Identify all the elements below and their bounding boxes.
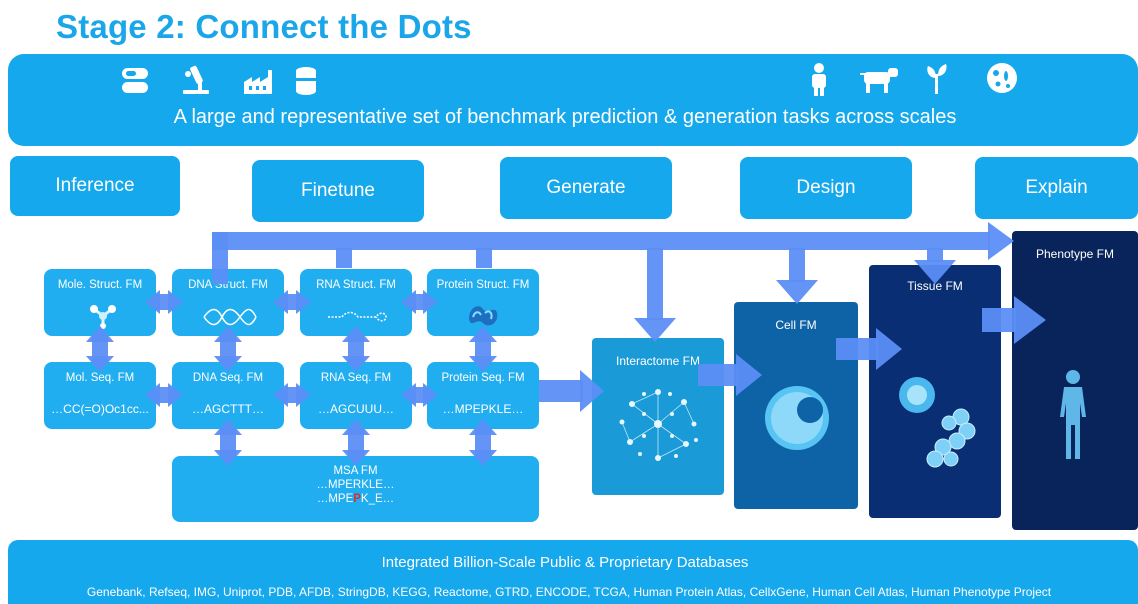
cell-icon [765, 386, 829, 450]
to-interactome-stem [539, 380, 583, 402]
mole-struct-fm-label: Mole. Struct. FM [57, 279, 143, 291]
cell-fm-box: Cell FM [734, 302, 858, 509]
to-tissue-head [876, 328, 902, 370]
interactome-fm-label: Interactome FM [615, 354, 701, 368]
network-icon [619, 389, 698, 461]
microscope-icon [183, 65, 209, 94]
tap-dna-struct [212, 232, 228, 284]
tap-cell-stem [789, 248, 805, 282]
plant-icon [927, 64, 947, 94]
mol-seq-fm-box: Mol. Seq. FM …CC(=O)Oc1cc... [44, 362, 156, 429]
msa-mutation-highlight: P [353, 493, 361, 505]
task-explain: Explain [975, 157, 1138, 219]
protein-struct-fm-box: Protein Struct. FM [427, 269, 539, 336]
top-bus-arrow [212, 232, 990, 250]
rna-struct-fm-box: RNA Struct. FM [300, 269, 412, 336]
to-interactome-head [580, 370, 604, 412]
molecule-icon [90, 305, 116, 329]
horiz-struct-arrows [145, 290, 438, 314]
tap-protein-struct [476, 248, 492, 268]
tap-interactome-stem [647, 248, 663, 320]
dna-seq-fm-label: DNA Seq. FM [192, 372, 264, 384]
mol-seq-text: …CC(=O)Oc1cc... [51, 402, 149, 416]
to-tissue-stem [836, 338, 878, 360]
database-title: Integrated Billion-Scale Public & Propri… [381, 554, 749, 571]
to-phenotype-stem [982, 308, 1016, 332]
human-body-icon [1060, 370, 1086, 459]
dna-seq-fm-box: DNA Seq. FM …AGCTTT… [172, 362, 284, 429]
vert-struct-seq-arrows [86, 326, 497, 372]
top-bus-arrow-head [988, 222, 1014, 260]
tissue-fm-label: Tissue FM [907, 279, 963, 293]
tissue-cells-icon [899, 377, 976, 468]
tap-interactome-head [634, 318, 676, 342]
protein-seq-text: …MPEPKLE… [442, 402, 524, 416]
to-cell-stem [698, 364, 738, 386]
tap-tissue-stem [927, 248, 943, 262]
factory-icon [244, 70, 272, 94]
protein-struct-fm-label: Protein Struct. FM [436, 279, 530, 291]
rna-struct-fm-label: RNA Struct. FM [316, 279, 396, 291]
banner-right-icons [812, 63, 1017, 96]
database-banner [8, 540, 1138, 604]
msa-line-2-end: K_E… [360, 493, 395, 505]
cow-icon [860, 68, 898, 93]
rna-seq-fm-label: RNA Seq. FM [320, 372, 392, 384]
protein-seq-fm-box: Protein Seq. FM …MPEPKLE… [427, 362, 539, 429]
can-icon [296, 67, 316, 95]
banner-text: A large and representative set of benchm… [173, 106, 957, 128]
rna-seq-fm-box: RNA Seq. FM …AGCUUU… [300, 362, 412, 429]
protein-structure-icon [469, 306, 498, 326]
tap-rna-struct [336, 248, 352, 268]
vert-seq-msa-arrows [214, 419, 497, 466]
dna-seq-text: …AGCTTT… [192, 402, 264, 416]
banner-left-icons [122, 65, 316, 95]
msa-line-2-start: …MPE [316, 493, 354, 505]
rna-structure-icon [328, 311, 387, 322]
mol-seq-fm-label: Mol. Seq. FM [65, 372, 135, 384]
protein-seq-fm-label: Protein Seq. FM [441, 372, 525, 384]
pill-icon [122, 68, 148, 93]
mole-struct-fm-box: Mole. Struct. FM [44, 269, 156, 336]
rna-seq-text: …AGCUUU… [317, 402, 394, 416]
page-title: Stage 2: Connect the Dots [56, 8, 472, 45]
tissue-fm-box: Tissue FM [869, 265, 1001, 518]
horiz-seq-arrows [145, 383, 438, 407]
person-icon [812, 63, 826, 96]
tap-cell-head [776, 280, 818, 304]
task-finetune: Finetune [252, 160, 424, 222]
dna-helix-icon [203, 308, 257, 326]
msa-fm-label: MSA FM [333, 465, 378, 477]
phenotype-fm-label: Phenotype FM [1035, 247, 1115, 261]
cell-fm-label: Cell FM [775, 318, 817, 332]
dna-struct-fm-label: DNA Struct. FM [188, 279, 268, 291]
to-phenotype-head [1014, 296, 1046, 344]
msa-line-1: …MPERKLE… [316, 479, 395, 491]
task-design: Design [740, 157, 912, 219]
task-generate: Generate [500, 157, 672, 219]
tap-tissue-head [914, 260, 956, 284]
msa-fm-box: MSA FM …MPERKLE… …MPEPK_E… [172, 456, 539, 522]
phenotype-fm-box: Phenotype FM [1012, 231, 1138, 530]
task-inference: Inference [10, 156, 180, 216]
to-cell-head [736, 354, 762, 396]
database-list: Genebank, Refseq, IMG, Uniprot, PDB, AFD… [86, 585, 1052, 599]
microbe-icon [987, 63, 1017, 93]
msa-line-2: …MPEPK_E… [172, 493, 539, 505]
